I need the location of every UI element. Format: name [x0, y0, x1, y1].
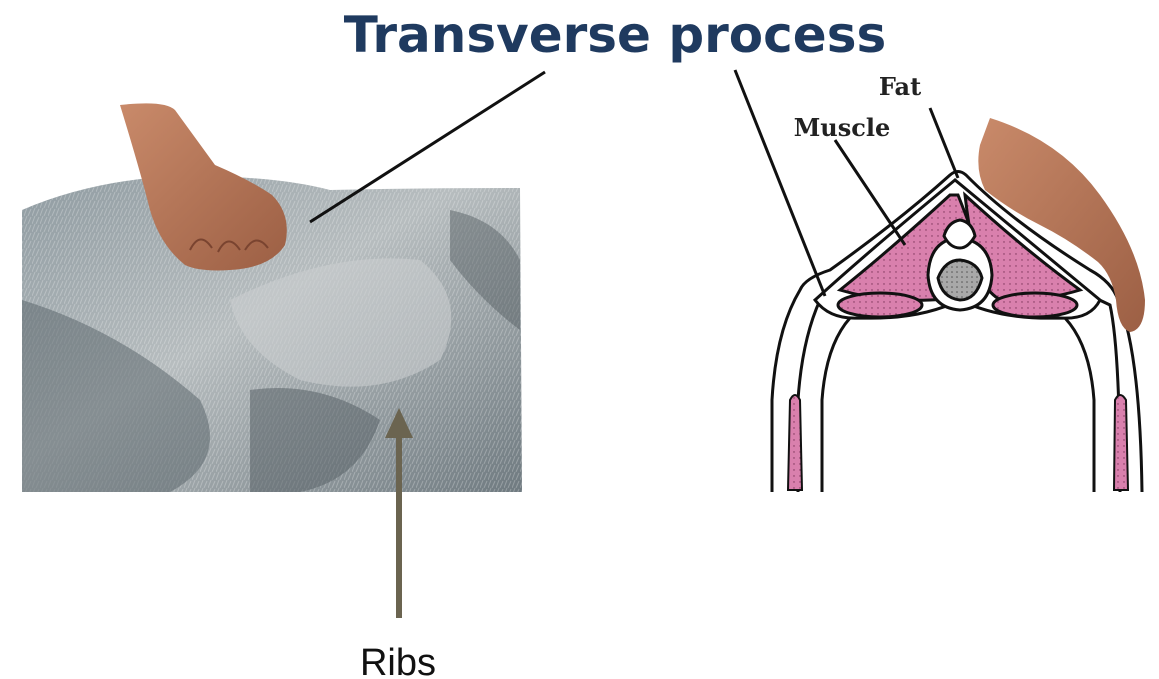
fat-leader — [930, 108, 958, 178]
muscle-leader — [835, 140, 905, 245]
title-label: Transverse process — [344, 6, 886, 64]
transverse-process-leader-right — [735, 70, 825, 296]
fat-label: Fat — [879, 72, 921, 101]
ribs-label: Ribs — [360, 642, 436, 679]
muscle-label: Muscle — [794, 113, 891, 142]
